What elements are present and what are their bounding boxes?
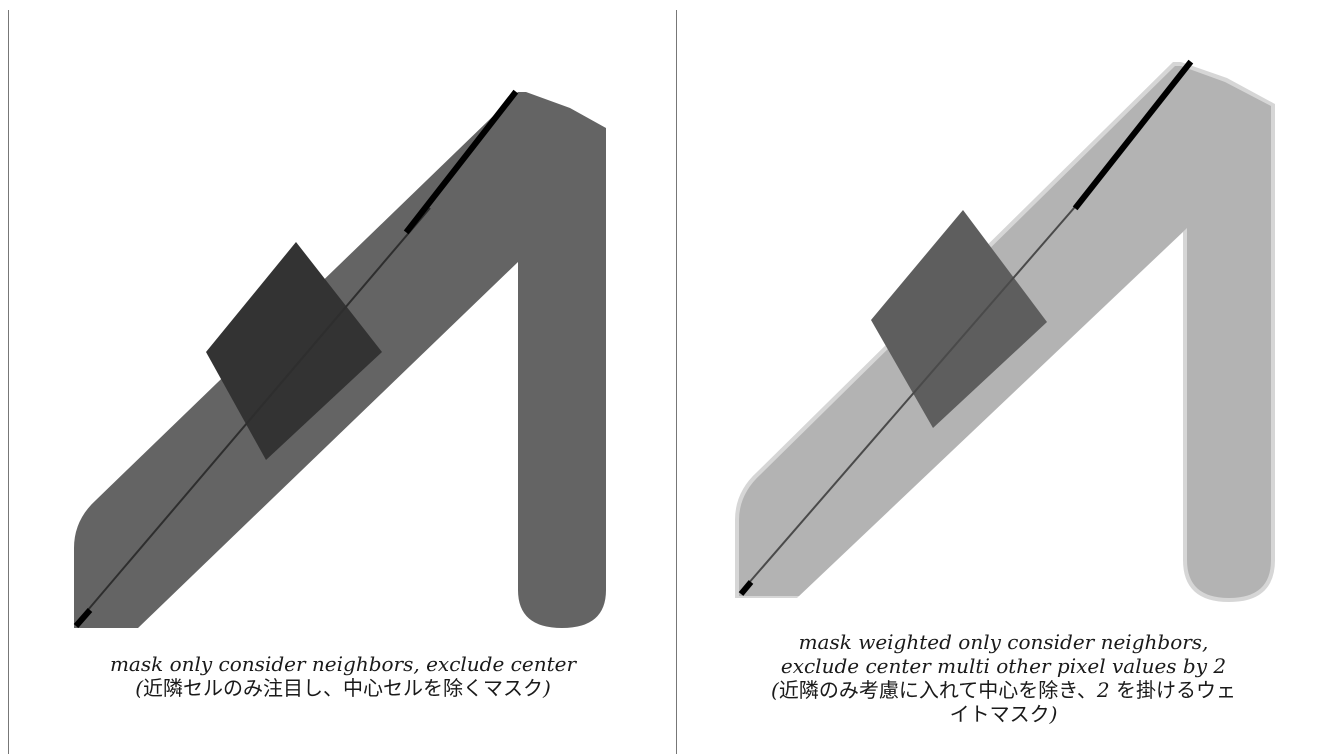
caption-japanese-text-3: イトマスク [950,702,1050,726]
caption-paren-open: ( [135,676,143,700]
caption-paren-close: ) [543,676,551,700]
caption-paren-open: ( [771,678,779,702]
caption-japanese-text: 近隣セルのみ注目し、中心セルを除くマスク [143,676,543,700]
caption-japanese-text-2: を掛けるウェ [1110,678,1236,702]
panel-neighbors-mask: mask only consider neighbors, exclude ce… [10,0,676,754]
caption-english: mask only consider neighbors, exclude ce… [10,652,676,676]
caption-japanese-line-2: イトマスク) [677,702,1330,726]
left-border-line [8,10,9,754]
caption-weighted-mask: mask weighted only consider neighbors, e… [677,630,1330,726]
caption-japanese: (近隣セルのみ注目し、中心セルを除くマスク) [10,676,676,700]
caption-neighbors-mask: mask only consider neighbors, exclude ce… [10,652,676,700]
caption-english-line-1: mask weighted only consider neighbors, [677,630,1330,654]
panel-weighted-mask: mask weighted only consider neighbors, e… [677,0,1330,754]
weighted-mask-image [677,0,1330,640]
caption-japanese-number: 2 [1097,678,1110,702]
caption-japanese-text-1: 近隣のみ考慮に入れて中心を除き、 [779,678,1097,702]
diagonal-inner-line [76,208,430,624]
diagonal-inner-line [741,170,1107,592]
caption-paren-close: ) [1050,702,1058,726]
caption-english-line-2: exclude center multi other pixel values … [677,654,1330,678]
neighbors-mask-image [10,0,676,640]
caption-japanese: (近隣のみ考慮に入れて中心を除き、2 を掛けるウェ [677,678,1330,702]
